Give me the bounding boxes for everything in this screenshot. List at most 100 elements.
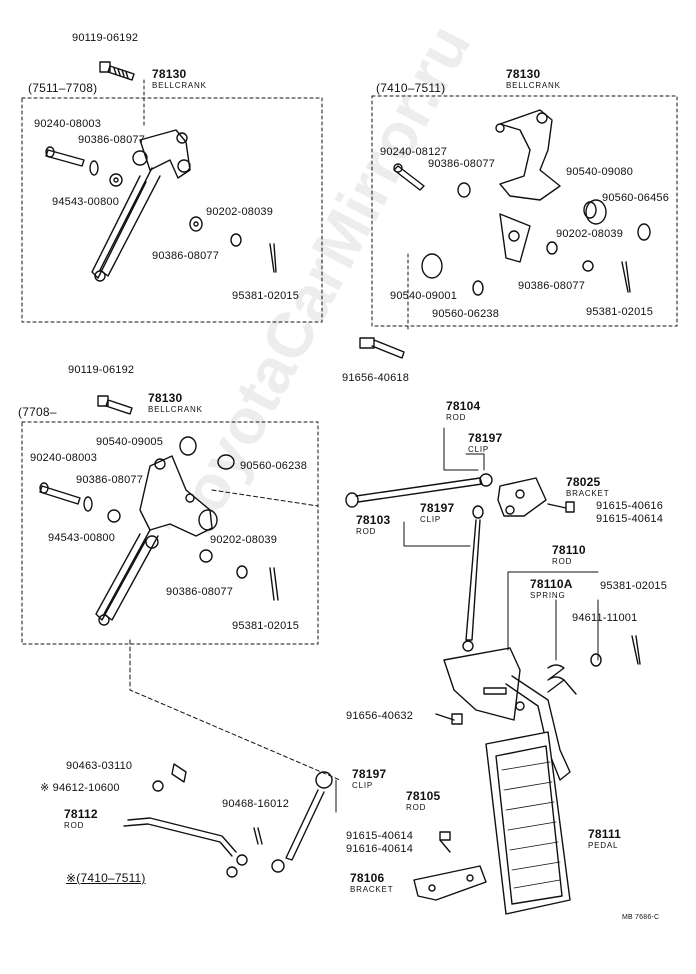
rod-78104 xyxy=(345,473,493,508)
part-name: CLIP xyxy=(420,515,441,524)
pin-95381-a xyxy=(269,243,277,273)
part-name: SPRING xyxy=(530,591,566,600)
bushing-90560-b2 xyxy=(472,280,484,296)
part-name: BELLCRANK xyxy=(152,81,207,90)
bushing-90560-b1 xyxy=(637,223,651,241)
bolt-90240-a xyxy=(45,146,85,167)
part-label: 90386-08077 xyxy=(152,250,220,262)
pin-90468 xyxy=(253,827,263,845)
part-label: 91615-40614 xyxy=(346,830,414,842)
bushing-90540-b2 xyxy=(421,253,443,279)
washer-90202-a xyxy=(230,233,242,247)
range-label-d: ※(7410–7511) xyxy=(66,871,146,885)
part-label: 90240-08003 xyxy=(34,118,102,130)
bracket-78025 xyxy=(497,477,547,517)
part-label: 95381-02015 xyxy=(586,306,654,318)
part-label: 90540-09080 xyxy=(566,166,634,178)
bushing-90386-b1 xyxy=(457,182,471,198)
bellcrank-a xyxy=(91,129,191,282)
washer-90202-b xyxy=(582,260,594,272)
part-label: 90386-08077 xyxy=(428,158,496,170)
rod-78105 xyxy=(271,771,333,873)
part-name: BRACKET xyxy=(566,489,610,498)
bolt-91615-b xyxy=(439,831,451,853)
range-label-a: (7511–7708) xyxy=(28,81,98,95)
part-label: 90240-08003 xyxy=(30,452,98,464)
part-label: 78025 xyxy=(566,475,601,489)
pin-95381-c xyxy=(269,567,279,601)
part-label: 78104 xyxy=(446,399,481,413)
rod-78112 xyxy=(123,817,248,878)
part-label: 95381-02015 xyxy=(600,580,668,592)
part-label: 78110A xyxy=(530,577,573,591)
washer-90202-c xyxy=(236,565,248,579)
bushing-90386-a1 xyxy=(109,173,123,187)
part-label: 90560-06456 xyxy=(602,192,670,204)
part-name: PEDAL xyxy=(588,841,619,850)
bolt-90240-c xyxy=(39,482,81,505)
part-label: 78105 xyxy=(406,789,441,803)
pedal-78111 xyxy=(485,731,571,915)
bushing-90386-b2 xyxy=(546,241,558,255)
part-label: 78111 xyxy=(588,827,622,841)
part-label: 90386-08077 xyxy=(518,280,586,292)
bracket-78106 xyxy=(413,865,487,901)
range-label-c: (7708– xyxy=(18,405,57,419)
part-label: 91656-40618 xyxy=(342,372,410,384)
bolt-91656-d xyxy=(435,713,463,725)
part-label: 90202-08039 xyxy=(206,206,274,218)
part-name: BELLCRANK xyxy=(148,405,203,414)
part-label: 91615-40616 xyxy=(596,500,664,512)
part-label: 95381-02015 xyxy=(232,620,300,632)
bushing-90386-c2 xyxy=(199,549,213,563)
part-label: 90202-08039 xyxy=(556,228,624,240)
part-label: 78197 xyxy=(352,767,387,781)
part-label: 90119-06192 xyxy=(68,364,135,376)
part-label: 94543-00800 xyxy=(48,532,116,544)
bushing-90386-a2 xyxy=(189,216,203,232)
part-name: ROD xyxy=(552,557,573,566)
part-label: 78106 xyxy=(350,871,385,885)
diagram-code: MB 7686-C xyxy=(622,914,660,921)
bushing-90540-c xyxy=(179,436,197,456)
bolt-91615-a xyxy=(547,501,575,513)
part-name: ROD xyxy=(64,821,85,830)
bolt-91656-b xyxy=(359,337,405,359)
part-label: 78112 xyxy=(64,807,98,821)
part-label: 78130 xyxy=(506,67,541,81)
part-label: 90540-09001 xyxy=(390,290,458,302)
part-label: 94543-00800 xyxy=(52,196,120,208)
washer-94543-a xyxy=(89,160,99,176)
part-label: 78130 xyxy=(148,391,183,405)
pin-95381-b xyxy=(621,261,631,293)
spring-78110a xyxy=(547,664,565,693)
part-name: CLIP xyxy=(468,445,489,454)
part-label: 91615-40614 xyxy=(596,513,664,525)
part-name: BRACKET xyxy=(350,885,394,894)
bellcrank-b xyxy=(495,109,561,263)
part-name: ROD xyxy=(446,413,467,422)
bushing-90540-b1 xyxy=(583,199,607,225)
part-name: CLIP xyxy=(352,781,373,790)
bushing-90386-c1 xyxy=(107,509,121,523)
bolt-90119-a xyxy=(99,61,135,81)
part-label: 90240-08127 xyxy=(380,146,448,158)
bolt-90119-c xyxy=(97,395,133,415)
group-c-frame xyxy=(21,421,319,645)
part-label: 90560-06238 xyxy=(432,308,500,320)
part-label: 90560-06238 xyxy=(240,460,308,472)
part-label: 95381-02015 xyxy=(232,290,300,302)
pin-95381-d xyxy=(631,635,641,665)
group-a-frame xyxy=(21,97,323,323)
part-label: 90540-09005 xyxy=(96,436,164,448)
part-name: ROD xyxy=(406,803,427,812)
bolt-90240-b xyxy=(393,163,425,191)
washer-94543-c xyxy=(83,496,93,512)
range-label-b: (7410–7511) xyxy=(376,81,446,95)
rod-78103 xyxy=(462,505,484,652)
part-label: 78197 xyxy=(420,501,455,515)
part-name: ROD xyxy=(356,527,377,536)
part-label: 78197 xyxy=(468,431,503,445)
part-label: 78103 xyxy=(356,513,391,527)
